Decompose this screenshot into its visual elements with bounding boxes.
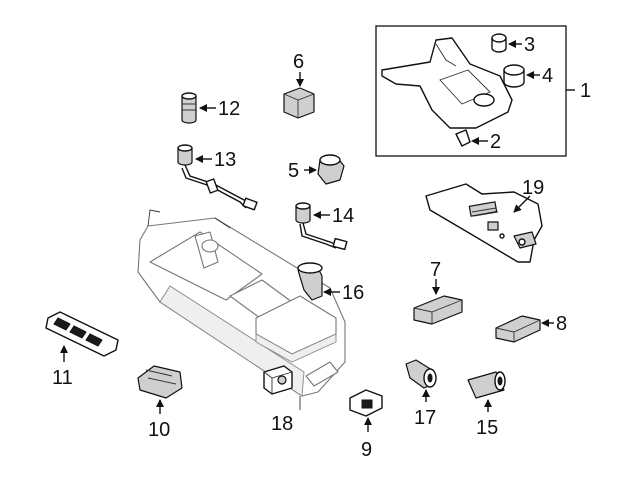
part-11-number: 11 xyxy=(52,367,73,389)
part-1-number: 1 xyxy=(580,80,591,102)
part-5-number: 5 xyxy=(288,160,299,182)
part-10-group: 10 xyxy=(137,365,183,441)
part-5-group: 5 xyxy=(288,154,345,185)
part-8-number: 8 xyxy=(556,313,567,335)
part-4-number: 4 xyxy=(542,65,553,87)
part-14-shape xyxy=(295,205,311,224)
part-7-number: 7 xyxy=(430,259,441,281)
part-16-group: 16 xyxy=(297,262,364,304)
part-3-group: 3 xyxy=(491,33,535,56)
part-18-group: 18 xyxy=(263,365,293,435)
part-10-shape xyxy=(137,365,183,399)
part-19-number: 19 xyxy=(522,177,544,199)
part-15-number: 15 xyxy=(476,417,498,439)
part-12-shape xyxy=(181,95,197,124)
part-2-group: 2 xyxy=(455,129,501,153)
part-4-group: 4 xyxy=(503,64,553,88)
part-2-number: 2 xyxy=(490,131,501,153)
part-6-group: 6 xyxy=(283,51,315,119)
part-14-number: 14 xyxy=(332,205,354,227)
part-10-number: 10 xyxy=(148,419,170,441)
part-12-number: 12 xyxy=(218,98,240,120)
part-3-number: 3 xyxy=(524,34,535,56)
part-11-group: 11 xyxy=(45,311,119,389)
part-19-shape xyxy=(425,183,543,263)
part-12-group: 12 xyxy=(181,92,240,124)
part-9-number: 9 xyxy=(361,439,372,461)
part-7-group: 7 xyxy=(413,259,463,325)
shifter-bezel-shape xyxy=(381,37,513,129)
part-6-number: 6 xyxy=(293,51,304,73)
part-16-number: 16 xyxy=(342,282,364,304)
part-1-group: 1 xyxy=(375,25,591,157)
part-15-group: 15 xyxy=(467,371,506,439)
part-14-group: 14 xyxy=(295,202,354,251)
part-17-group: 17 xyxy=(405,359,437,429)
part-6-shape xyxy=(283,87,315,119)
part-1-frame xyxy=(375,25,567,157)
part-13-group: 13 xyxy=(177,144,258,211)
part-2-shape xyxy=(455,129,471,147)
part-18-number: 18 xyxy=(271,413,293,435)
part-13-number: 13 xyxy=(214,149,236,171)
part-19-group: 19 xyxy=(425,177,544,263)
part-9-group: 9 xyxy=(349,389,383,461)
center-console-illustration xyxy=(137,209,346,410)
part-13-shape xyxy=(177,147,193,166)
part-17-number: 17 xyxy=(414,407,436,429)
part-8-group: 8 xyxy=(495,313,567,343)
part-8-shape xyxy=(495,315,541,343)
